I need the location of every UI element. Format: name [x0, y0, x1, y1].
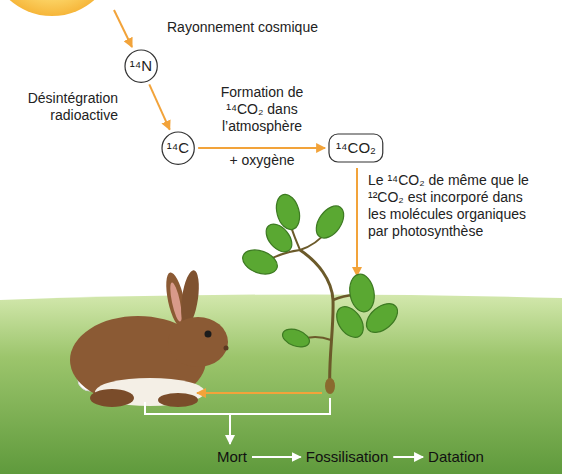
- step-label: Fossilisation: [304, 447, 391, 467]
- outline-shape: [329, 134, 383, 162]
- connector-arrow: [252, 456, 301, 458]
- node-text: Fossilisation: [306, 448, 389, 466]
- annotation-text: + oxygène: [222, 152, 302, 169]
- connector-arrow: [149, 84, 169, 129]
- edge-label: Désintégration radioactive: [6, 90, 118, 124]
- annotation-text: Rayonnement cosmique: [167, 19, 318, 36]
- step-label: Datation: [426, 447, 486, 467]
- outline-shape: [125, 50, 157, 82]
- node-text: Datation: [428, 448, 484, 466]
- connector-arrow: [198, 147, 325, 149]
- outline-shape: [162, 132, 194, 164]
- rabbit: [70, 269, 229, 407]
- cosmic-ray-arrow: [114, 10, 132, 47]
- death-arrow: [229, 414, 231, 444]
- edge-label: Formation de ¹⁴CO₂ dans l’atmosphère: [205, 84, 319, 135]
- molecule-box: ¹⁴CO₂: [328, 133, 384, 163]
- food-arrow: [197, 392, 322, 394]
- isotope-circle: ¹⁴N: [124, 49, 158, 83]
- ground: [0, 294, 562, 474]
- isotope-circle: ¹⁴C: [161, 131, 195, 165]
- connector-arrow: [393, 456, 423, 458]
- plant: [239, 192, 403, 394]
- node-text: ¹⁴CO₂: [336, 139, 376, 157]
- node-text: ¹⁴N: [130, 57, 152, 75]
- node-text: Mort: [217, 448, 247, 466]
- step-label: Mort: [215, 447, 249, 467]
- sun: [0, 0, 116, 16]
- annotation-text: Le ¹⁴CO₂ de même que le ¹²CO₂ est incorp…: [368, 172, 532, 240]
- photosynthesis-arrow: [356, 168, 358, 276]
- node-text: ¹⁴C: [167, 139, 189, 157]
- bracket-line: [145, 398, 330, 414]
